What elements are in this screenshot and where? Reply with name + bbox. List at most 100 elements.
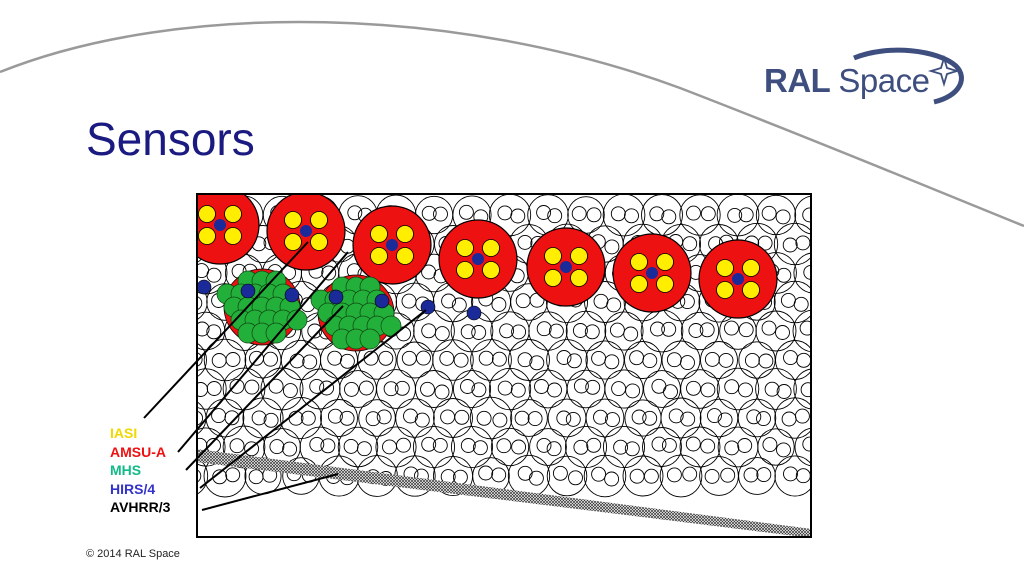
avhrr-pixel bbox=[510, 208, 526, 224]
avhrr-pixel bbox=[624, 441, 640, 457]
avhrr-footprint bbox=[680, 369, 720, 409]
avhrr-pixel bbox=[764, 381, 780, 397]
avhrr-pixel bbox=[707, 408, 722, 424]
avhrr-footprint bbox=[680, 311, 720, 351]
avhrr-pixel bbox=[282, 383, 298, 399]
avhrr-pixel bbox=[378, 350, 394, 366]
avhrr-pixel bbox=[802, 436, 812, 452]
avhrr-pixel bbox=[651, 436, 667, 452]
avhrr-pixel bbox=[476, 410, 492, 426]
avhrr-pixel bbox=[497, 380, 513, 396]
sensor-footprint-diagram bbox=[196, 193, 812, 538]
hirs-footprint bbox=[240, 283, 256, 299]
avhrr-pixel bbox=[319, 380, 335, 396]
avhrr-pixel bbox=[546, 441, 562, 457]
avhrr-footprint bbox=[757, 428, 795, 466]
iasi-pixel bbox=[396, 225, 414, 243]
avhrr-pixel bbox=[517, 234, 533, 250]
avhrr-pixel bbox=[268, 378, 284, 394]
avhrr-pixel bbox=[604, 471, 620, 487]
avhrr-pixel bbox=[661, 209, 677, 225]
iasi-pixel bbox=[570, 247, 588, 265]
ral-space-logo: RAL Space bbox=[764, 44, 974, 106]
avhrr-pixel bbox=[358, 380, 374, 396]
avhrr-pixel bbox=[302, 354, 318, 370]
avhrr-pixel bbox=[794, 408, 810, 424]
avhrr-pixel bbox=[196, 410, 204, 426]
ground-strip bbox=[196, 449, 812, 538]
avhrr-pixel bbox=[743, 467, 759, 483]
avhrr-pixel bbox=[605, 412, 620, 428]
avhrr-pixel bbox=[783, 466, 798, 482]
amsu-footprints bbox=[196, 193, 778, 319]
avhrr-pixel bbox=[738, 382, 753, 398]
avhrr-pixel bbox=[403, 408, 418, 424]
avhrr-pixel bbox=[491, 467, 507, 483]
avhrr-pixel bbox=[738, 207, 754, 223]
avhrr-pixel bbox=[584, 324, 600, 340]
legend-item: AMSU-A bbox=[110, 443, 166, 460]
avhrr-pixel bbox=[606, 297, 622, 313]
avhrr-pixel bbox=[244, 441, 260, 457]
avhrr-pixel bbox=[776, 442, 791, 458]
avhrr-pixel bbox=[586, 437, 602, 453]
avhrr-pixel bbox=[727, 207, 743, 223]
avhrr-pixel bbox=[300, 410, 316, 426]
avhrr-pixel bbox=[491, 297, 507, 312]
hirs-pixel bbox=[214, 219, 226, 231]
avhrr-pixel bbox=[688, 323, 704, 338]
avhrr-pixel bbox=[460, 438, 476, 453]
iasi-pixel bbox=[198, 205, 216, 223]
avhrr-pixel bbox=[547, 382, 562, 398]
iasi-pixel bbox=[482, 239, 500, 257]
avhrr-pixel bbox=[263, 351, 278, 367]
avhrr-pixel bbox=[451, 297, 467, 313]
hirs-pixel bbox=[300, 225, 312, 237]
avhrr-pixel bbox=[571, 206, 587, 222]
avhrr-pixel bbox=[700, 206, 716, 222]
avhrr-footprint bbox=[375, 426, 417, 468]
avhrr-pixel bbox=[499, 323, 515, 339]
avhrr-pixel bbox=[556, 410, 572, 426]
iasi-pixel bbox=[284, 211, 302, 229]
logo-text-bold: RAL bbox=[764, 62, 830, 99]
avhrr-pixel bbox=[196, 321, 210, 337]
avhrr-pixel bbox=[224, 410, 240, 426]
mhs-footprint bbox=[380, 315, 402, 337]
avhrr-pixel bbox=[206, 324, 222, 340]
avhrr-footprint bbox=[624, 341, 662, 379]
avhrr-pixel bbox=[604, 239, 620, 255]
legend-item: AVHRR/3 bbox=[110, 499, 171, 515]
avhrr-pixel bbox=[573, 439, 589, 455]
avhrr-pixel bbox=[737, 438, 753, 453]
avhrr-pixel bbox=[196, 352, 203, 367]
avhrr-pixel bbox=[492, 412, 508, 428]
avhrr-pixel bbox=[661, 321, 677, 337]
hirs-footprint bbox=[466, 305, 482, 321]
avhrr-pixel bbox=[394, 380, 410, 396]
avhrr-pixel bbox=[309, 378, 325, 394]
avhrr-footprint bbox=[415, 370, 453, 408]
avhrr-pixel bbox=[471, 325, 487, 340]
iasi-pixel bbox=[284, 233, 302, 251]
hirs-pixel bbox=[472, 253, 484, 265]
avhrr-pixel bbox=[263, 412, 279, 428]
avhrr-pixel bbox=[758, 353, 774, 369]
avhrr-footprint bbox=[395, 398, 435, 438]
avhrr-footprint bbox=[737, 398, 777, 438]
avhrr-pixel bbox=[528, 470, 544, 486]
avhrr-pixel bbox=[206, 381, 222, 396]
avhrr-pixel bbox=[586, 207, 602, 223]
iasi-pixel bbox=[370, 247, 388, 265]
avhrr-pixel bbox=[682, 236, 698, 252]
iasi-pixel bbox=[396, 247, 414, 265]
avhrr-footprint bbox=[433, 398, 473, 438]
avhrr-footprint bbox=[792, 309, 812, 353]
avhrr-pixel bbox=[682, 466, 698, 482]
avhrr-pixel bbox=[585, 379, 601, 395]
avhrr-pixel bbox=[624, 208, 639, 224]
avhrr-footprint bbox=[794, 195, 812, 235]
avhrr-pixel bbox=[529, 355, 545, 371]
